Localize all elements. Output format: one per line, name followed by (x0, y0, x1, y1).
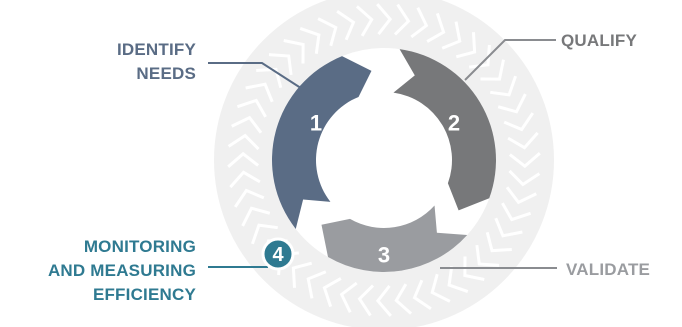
tread-chevron (231, 115, 263, 134)
tread-chevron (355, 5, 374, 37)
tread-chevron (508, 152, 541, 169)
tread-chevron (251, 223, 278, 245)
tread-chevron (336, 9, 356, 41)
tread-chevron (430, 273, 451, 303)
step-3-arrow (321, 205, 468, 272)
tread-chevron (480, 59, 505, 81)
label-line: QUALIFY (561, 31, 638, 50)
tread-chevron (227, 151, 260, 168)
step-2-number: 2 (448, 111, 460, 136)
tread-chevron (412, 279, 432, 311)
label-qualify: QUALIFY (561, 29, 637, 53)
step-1-arrow (272, 56, 372, 229)
leader-line-identify (208, 62, 308, 93)
tread-chevron (494, 217, 523, 238)
tread-chevron (505, 186, 537, 205)
tire-tread-pattern (227, 3, 541, 317)
tread-chevron (322, 277, 342, 308)
tread-chevron (268, 53, 293, 76)
tread-chevron (410, 7, 429, 39)
tread-chevron (447, 266, 469, 293)
tread-chevron (245, 82, 274, 103)
label-validate: VALIDATE (566, 258, 650, 282)
tread-chevron (299, 27, 321, 54)
tread-chevron (501, 202, 532, 222)
tread-chevron (393, 3, 411, 36)
tread-chevron (256, 67, 283, 89)
tread-chevron (317, 17, 338, 47)
label-line: EFFICIENCY (92, 285, 196, 304)
tread-chevron (339, 281, 358, 313)
tread-chevron (508, 169, 541, 187)
tread-chevron (357, 284, 375, 317)
label-line: AND MEASURING (47, 261, 196, 280)
step-1-number: 1 (310, 111, 322, 136)
label-line: IDENTIFY (116, 40, 196, 59)
tread-chevron (376, 3, 393, 36)
step-4-number: 4 (272, 244, 284, 266)
label-identify-needs: IDENTIFY NEEDS (117, 38, 196, 86)
tread-chevron (233, 188, 265, 208)
leader-line-qualify (464, 39, 556, 81)
tread-chevron (497, 93, 527, 114)
step-3-number: 3 (378, 243, 390, 268)
tread-chevron (485, 231, 512, 253)
tread-chevron (229, 170, 261, 189)
label-line: NEEDS (136, 64, 196, 83)
tire-background-ring (214, 0, 554, 327)
tread-chevron (475, 244, 500, 267)
tread-chevron (283, 39, 305, 64)
tread-chevron (426, 12, 446, 43)
label-line: VALIDATE (566, 260, 651, 279)
tread-chevron (468, 44, 491, 69)
tread-chevron (463, 256, 485, 281)
tread-chevron (455, 32, 477, 59)
step-2-arrow (393, 49, 496, 211)
tread-chevron (241, 206, 271, 227)
tread-chevron (503, 112, 535, 132)
label-monitoring: MONITORING AND MEASURING EFFICIENCY (48, 235, 196, 307)
tread-chevron (306, 270, 327, 299)
tread-chevron (507, 131, 539, 150)
tread-chevron (227, 133, 260, 151)
tread-chevron (236, 98, 267, 118)
tread-chevron (490, 75, 517, 97)
tread-chevron (375, 284, 392, 317)
tread-chevron (441, 21, 462, 50)
tread-chevron (394, 283, 413, 315)
label-line: MONITORING (83, 237, 196, 256)
tread-chevron (291, 261, 313, 288)
step-4-badge (261, 237, 295, 271)
